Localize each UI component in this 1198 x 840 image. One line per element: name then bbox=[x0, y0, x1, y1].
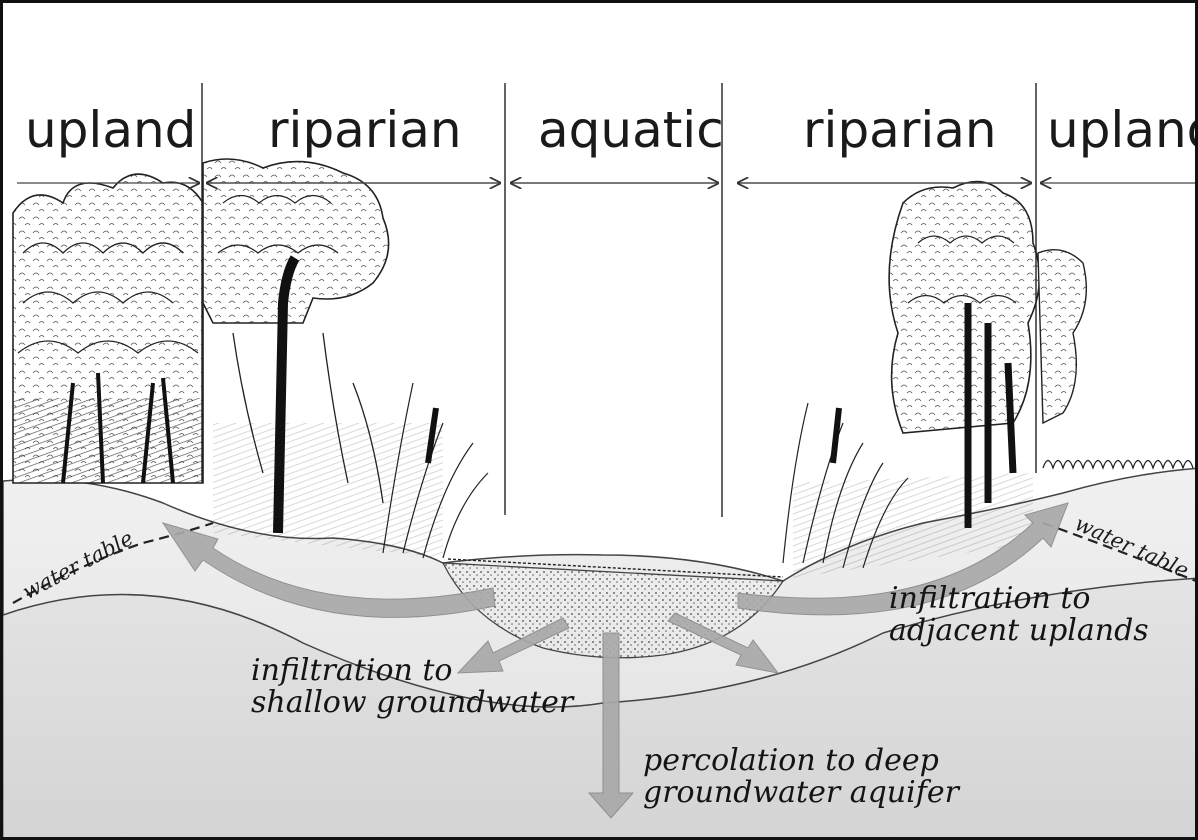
note-shallow-line-2: shallow groundwater bbox=[251, 687, 573, 719]
zone-label-riparian-left: riparian bbox=[268, 105, 462, 155]
note-shallow-line-1: infiltration to bbox=[251, 655, 573, 687]
note-deep-aquifer: percolation to deep groundwater aquifer bbox=[643, 745, 959, 808]
left-riparian-vegetation bbox=[203, 159, 488, 558]
zone-label-upland-right: upland bbox=[1047, 105, 1198, 155]
zone-label-upland-left: upland bbox=[25, 105, 196, 155]
note-deep-line-1: percolation to deep bbox=[643, 745, 959, 777]
note-adjacent-uplands: infiltration to adjacent uplands bbox=[889, 583, 1149, 646]
note-deep-line-2: groundwater aquifer bbox=[643, 777, 959, 809]
note-adjacent-line-2: adjacent uplands bbox=[889, 615, 1149, 647]
right-upland-vegetation bbox=[1038, 250, 1193, 468]
note-adjacent-line-1: infiltration to bbox=[889, 583, 1149, 615]
right-riparian-vegetation bbox=[783, 182, 1039, 578]
note-shallow-groundwater: infiltration to shallow groundwater bbox=[251, 655, 573, 718]
zone-label-aquatic: aquatic bbox=[538, 105, 724, 155]
zone-label-riparian-right: riparian bbox=[803, 105, 997, 155]
left-upland-woods bbox=[13, 174, 203, 483]
